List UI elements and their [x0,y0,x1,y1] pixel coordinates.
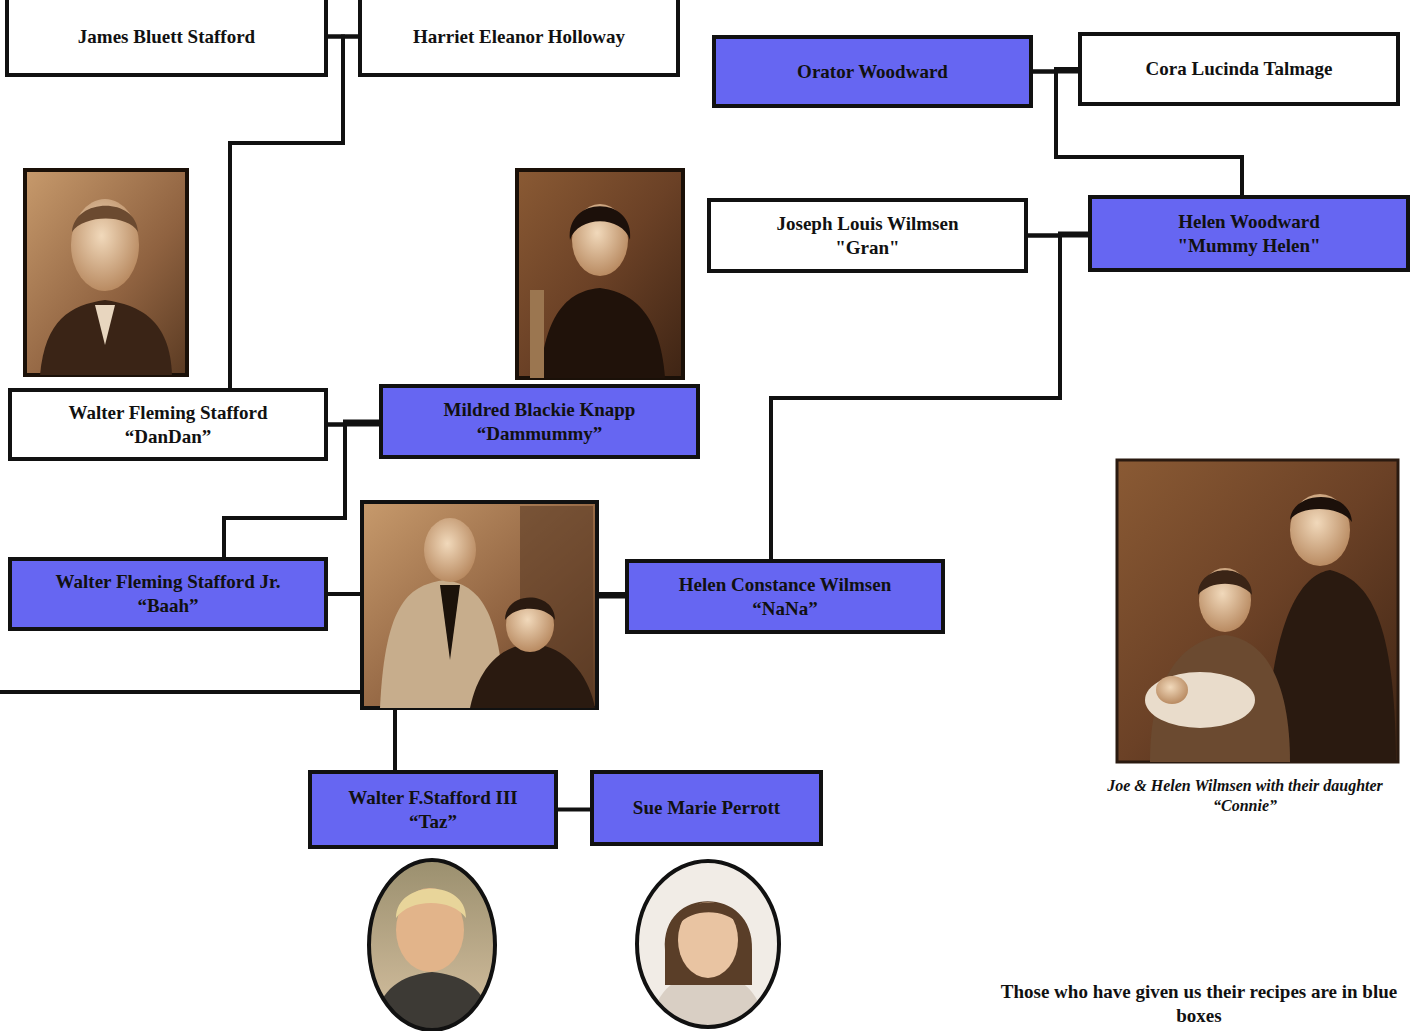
lineage-line [0,690,362,694]
person-box: Cora Lucinda Talmage [1078,32,1400,106]
portrait-oval [365,858,500,1031]
person-name: Sue Marie Perrott [633,796,780,820]
nickname: “Baah” [137,594,198,618]
nickname: “DanDan” [125,425,212,449]
family-photo [1117,460,1398,762]
person-name: Cora Lucinda Talmage [1146,57,1333,81]
descent-line [230,37,358,389]
descent-line [230,37,343,389]
portrait-oval [635,860,782,1030]
person-name: Joseph Louis Wilmsen [777,212,959,236]
photo-caption: Joe & Helen Wilmsen with their daughter … [1080,776,1410,816]
nickname: “NaNa” [752,597,817,621]
person-name: Walter F.Stafford III [348,786,517,810]
person-box: Harriet Eleanor Holloway [358,0,680,77]
person-box: Helen Constance Wilmsen“NaNa” [625,559,945,634]
marriage-line [558,808,590,812]
person-name: Walter Fleming Stafford Jr. [56,570,281,594]
person-name: Harriet Eleanor Holloway [413,25,625,49]
person-name: James Bluett Stafford [78,25,255,49]
person-name: Mildred Blackie Knapp [444,398,636,422]
person-box: Orator Woodward [712,35,1033,108]
descent-line [771,234,1088,560]
nickname: "Mummy Helen" [1178,234,1321,258]
person-box: Walter Fleming Stafford Jr.“Baah” [8,557,328,631]
person-name: Helen Constance Wilmsen [679,573,892,597]
person-name: Orator Woodward [797,60,948,84]
note-text: Those who have given us their recipes ar… [990,980,1408,1028]
person-box: Mildred Blackie Knapp“Dammummy” [379,384,700,459]
portrait-photo [25,170,187,375]
person-name: Walter Fleming Stafford [68,401,267,425]
nickname: “Dammummy” [477,422,603,446]
person-box: Sue Marie Perrott [590,770,823,846]
person-name: Helen Woodward [1178,210,1320,234]
nickname: "Gran" [835,236,899,260]
couple-photo [362,502,597,708]
person-box: James Bluett Stafford [5,0,328,77]
person-box: Walter F.Stafford III“Taz” [308,770,558,849]
nickname: “Taz” [409,810,457,834]
person-box: Walter Fleming Stafford“DanDan” [8,388,328,461]
person-box: Joseph Louis Wilmsen"Gran" [707,198,1028,273]
portrait-photo [517,170,683,378]
person-box: Helen Woodward"Mummy Helen" [1088,195,1410,272]
